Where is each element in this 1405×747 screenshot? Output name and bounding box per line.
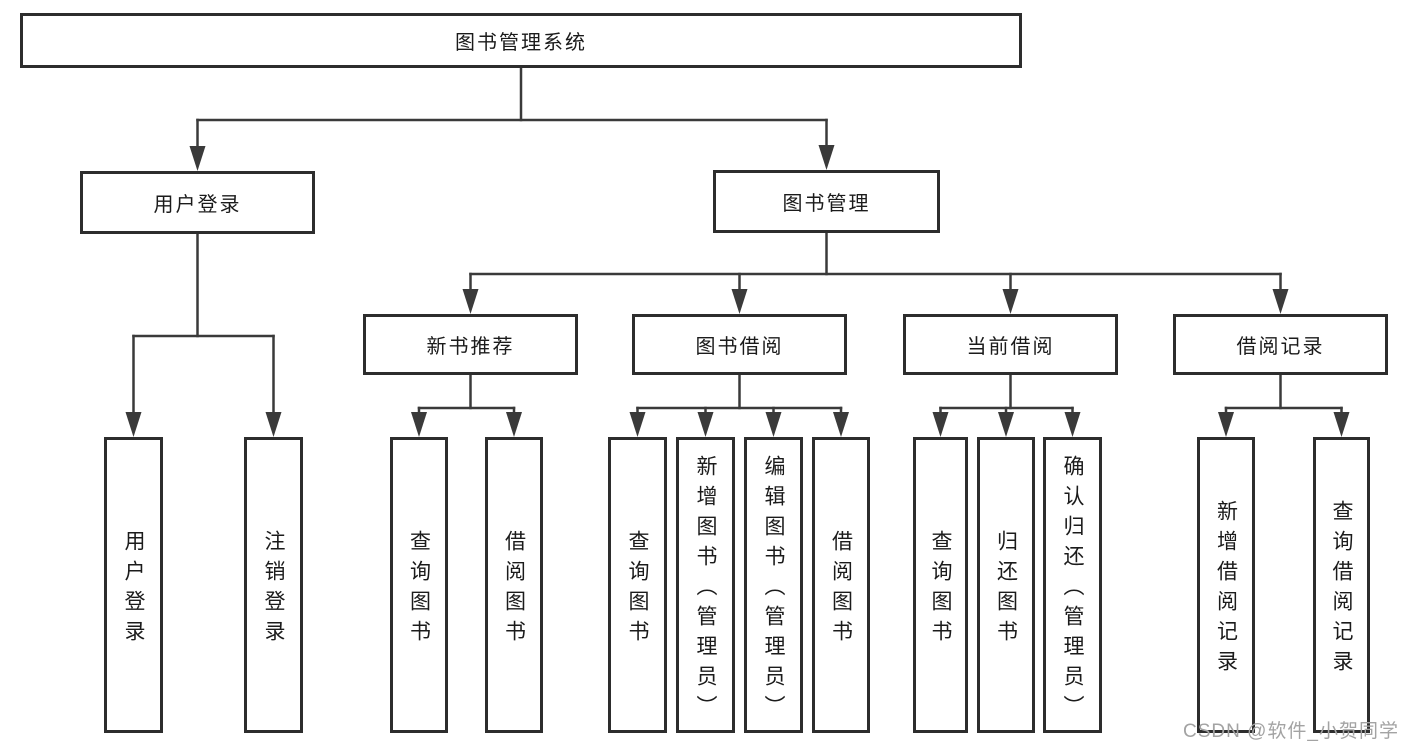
- node-logout-leaf: 注销登录: [244, 437, 303, 733]
- node-root: 图书管理系统: [20, 13, 1022, 68]
- node-label-borrow-records: 借阅记录: [1236, 336, 1325, 358]
- node-bb-edit: 编辑图书（管理员）: [744, 437, 803, 733]
- node-label-root: 图书管理系统: [455, 32, 587, 54]
- node-label-bb-search: 查询图书: [626, 529, 649, 650]
- node-label-current-borrow: 当前借阅: [966, 336, 1055, 358]
- node-borrow-records: 借阅记录: [1173, 314, 1388, 375]
- node-label-user-login-leaf: 用户登录: [122, 529, 145, 650]
- node-label-book-mgmt: 图书管理: [782, 193, 871, 215]
- node-new-books: 新书推荐: [363, 314, 578, 375]
- node-label-cb-confirm: 确认归还（管理员）: [1061, 454, 1084, 725]
- node-cb-return: 归还图书: [977, 437, 1035, 733]
- node-current-borrow: 当前借阅: [903, 314, 1118, 375]
- watermark: CSDN @软件_小贺同学: [1183, 721, 1399, 742]
- node-label-br-search: 查询借阅记录: [1330, 499, 1353, 680]
- node-label-new-books: 新书推荐: [426, 336, 515, 358]
- node-label-cb-search: 查询图书: [929, 529, 952, 650]
- node-user-login-leaf: 用户登录: [104, 437, 163, 733]
- node-label-bb-edit: 编辑图书（管理员）: [762, 454, 785, 725]
- node-label-book-borrow: 图书借阅: [695, 336, 784, 358]
- node-nb-borrow: 借阅图书: [485, 437, 543, 733]
- node-nb-search: 查询图书: [390, 437, 448, 733]
- node-label-nb-borrow: 借阅图书: [502, 529, 526, 650]
- node-label-bb-add: 新增图书（管理员）: [694, 454, 717, 725]
- node-book-borrow: 图书借阅: [632, 314, 847, 375]
- node-bb-add: 新增图书（管理员）: [676, 437, 735, 733]
- node-cb-search: 查询图书: [913, 437, 968, 733]
- node-label-user-login: 用户登录: [153, 194, 242, 216]
- node-br-add: 新增借阅记录: [1197, 437, 1255, 733]
- node-bb-borrow: 借阅图书: [812, 437, 870, 733]
- node-label-nb-search: 查询图书: [407, 529, 431, 650]
- node-user-login: 用户登录: [80, 171, 315, 234]
- node-label-logout-leaf: 注销登录: [262, 529, 285, 650]
- node-bb-search: 查询图书: [608, 437, 667, 733]
- node-label-cb-return: 归还图书: [994, 529, 1018, 650]
- node-book-mgmt: 图书管理: [713, 170, 940, 233]
- node-cb-confirm: 确认归还（管理员）: [1043, 437, 1102, 733]
- node-label-bb-borrow: 借阅图书: [829, 529, 853, 650]
- node-br-search: 查询借阅记录: [1313, 437, 1370, 733]
- node-label-br-add: 新增借阅记录: [1214, 499, 1238, 680]
